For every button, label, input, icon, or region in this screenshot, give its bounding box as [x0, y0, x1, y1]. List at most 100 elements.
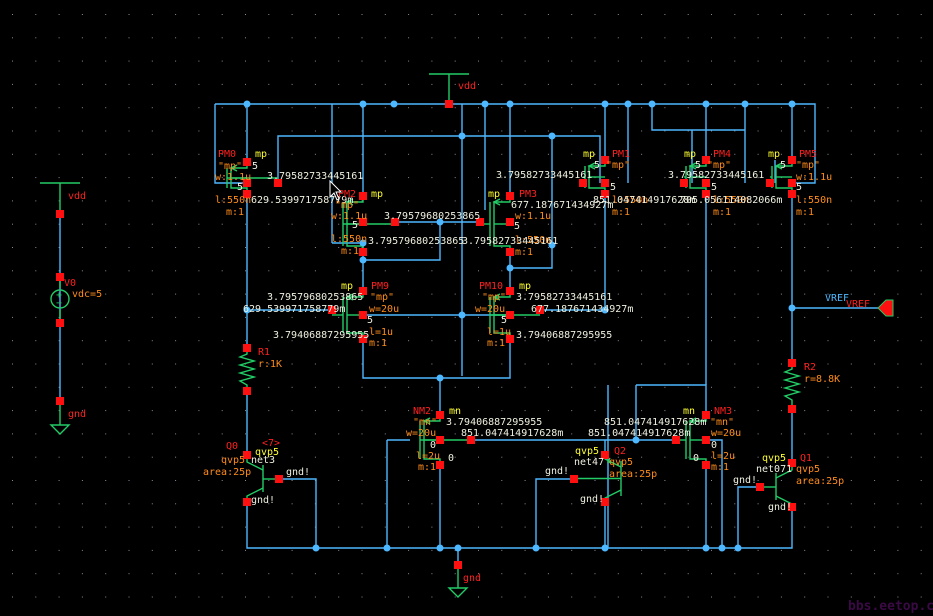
terminal-pin[interactable] — [56, 397, 64, 405]
terminal-pin[interactable] — [467, 436, 475, 444]
terminal-pin[interactable] — [56, 210, 64, 218]
grid-dot — [128, 456, 130, 458]
terminal-pin[interactable] — [702, 179, 710, 187]
terminal-pin[interactable] — [243, 158, 251, 166]
terminal-pin[interactable] — [506, 287, 514, 295]
wire-to-nm3[interactable] — [636, 384, 707, 415]
wire-q1-base[interactable] — [737, 486, 760, 548]
grid-dot — [408, 480, 410, 481]
terminal-pin[interactable] — [601, 451, 609, 459]
wire-q0-base[interactable] — [279, 478, 317, 548]
terminal-pin[interactable] — [359, 311, 367, 319]
terminal-pin[interactable] — [359, 248, 367, 256]
terminal-pin[interactable] — [756, 483, 764, 491]
terminal-pin[interactable] — [579, 179, 587, 187]
wire-bias-line[interactable] — [277, 135, 601, 183]
terminal-pin[interactable] — [702, 156, 710, 164]
terminal-pin[interactable] — [56, 273, 64, 281]
grid-dot — [221, 410, 223, 412]
q2-net: net47 — [574, 457, 604, 468]
terminal-pin[interactable] — [702, 436, 710, 444]
terminal-pin[interactable] — [445, 100, 453, 108]
grid-dot — [804, 363, 806, 365]
wire-vdd-rail[interactable] — [215, 103, 816, 160]
terminal-pin[interactable] — [243, 451, 251, 459]
terminal-pin[interactable] — [601, 498, 609, 506]
grid-dot — [524, 130, 526, 132]
wire[interactable] — [651, 104, 745, 131]
terminal-pin[interactable] — [506, 335, 514, 343]
terminal-pin[interactable] — [788, 156, 796, 164]
terminal-pin[interactable] — [788, 190, 796, 198]
terminal-pin[interactable] — [672, 436, 680, 444]
terminal-pin[interactable] — [601, 190, 609, 198]
terminal-pin[interactable] — [788, 459, 796, 467]
grid-dot — [920, 526, 922, 528]
terminal-pin[interactable] — [680, 179, 688, 187]
terminal-pin[interactable] — [766, 179, 774, 187]
terminal-pin[interactable] — [702, 190, 710, 198]
terminal-pin[interactable] — [436, 436, 444, 444]
terminal-pin[interactable] — [243, 190, 251, 198]
r1-symbol[interactable] — [237, 348, 257, 391]
grid-dot — [105, 526, 107, 528]
terminal-pin[interactable] — [56, 319, 64, 327]
terminal-pin[interactable] — [702, 411, 710, 419]
terminal-pin[interactable] — [702, 461, 710, 469]
terminal-pin[interactable] — [454, 561, 462, 569]
terminal-pin[interactable] — [243, 498, 251, 506]
pm9-symbol[interactable] — [332, 291, 364, 339]
terminal-pin[interactable] — [274, 179, 282, 187]
terminal-pin[interactable] — [391, 218, 399, 226]
vref-pin-icon[interactable] — [877, 299, 894, 317]
terminal-pin[interactable] — [275, 475, 283, 483]
terminal-pin[interactable] — [788, 503, 796, 511]
terminal-pin[interactable] — [476, 218, 484, 226]
terminal-pin[interactable] — [788, 179, 796, 187]
terminal-pin[interactable] — [359, 335, 367, 343]
pm5-name: PM5 — [799, 149, 817, 160]
grid-dot — [687, 153, 689, 155]
terminal-pin[interactable] — [243, 387, 251, 395]
wire-gnd-rail[interactable] — [246, 502, 793, 549]
grid-dot — [617, 386, 619, 388]
pm1-symbol[interactable] — [583, 160, 606, 194]
gnd-symbol-left[interactable] — [49, 401, 71, 435]
terminal-pin[interactable] — [436, 411, 444, 419]
terminal-pin[interactable] — [243, 179, 251, 187]
pm10-symbol[interactable] — [489, 291, 540, 339]
vdd-symbol-top[interactable] — [429, 73, 469, 104]
terminal-pin[interactable] — [359, 287, 367, 295]
terminal-pin[interactable] — [570, 475, 578, 483]
wire[interactable] — [792, 160, 816, 184]
terminal-pin[interactable] — [506, 311, 514, 319]
terminal-pin[interactable] — [506, 192, 514, 200]
pm0-symbol[interactable] — [226, 162, 278, 194]
terminal-pin[interactable] — [788, 405, 796, 413]
terminal-pin[interactable] — [359, 192, 367, 200]
vdd-symbol-left[interactable] — [40, 182, 80, 214]
grid-dot — [827, 293, 829, 295]
terminal-pin[interactable] — [506, 248, 514, 256]
terminal-pin[interactable] — [788, 359, 796, 367]
grid-dot — [408, 247, 410, 248]
terminal-pin[interactable] — [436, 461, 444, 469]
r2-symbol[interactable] — [782, 363, 802, 409]
terminal-pin[interactable] — [359, 218, 367, 226]
terminal-pin[interactable] — [328, 306, 336, 314]
terminal-pin[interactable] — [536, 306, 544, 314]
terminal-pin[interactable] — [506, 218, 514, 226]
wire[interactable] — [509, 245, 553, 269]
grid-dot — [291, 526, 293, 528]
terminal-pin[interactable] — [243, 344, 251, 352]
junction-dot — [436, 544, 444, 552]
terminal-pin[interactable] — [601, 179, 609, 187]
grid-dot — [314, 270, 316, 272]
wire[interactable] — [706, 439, 723, 548]
wire-vdd-rail-left[interactable] — [214, 104, 247, 184]
terminal-pin[interactable] — [601, 156, 609, 164]
wire-q2-base[interactable] — [535, 478, 574, 548]
grid-dot — [734, 340, 736, 342]
